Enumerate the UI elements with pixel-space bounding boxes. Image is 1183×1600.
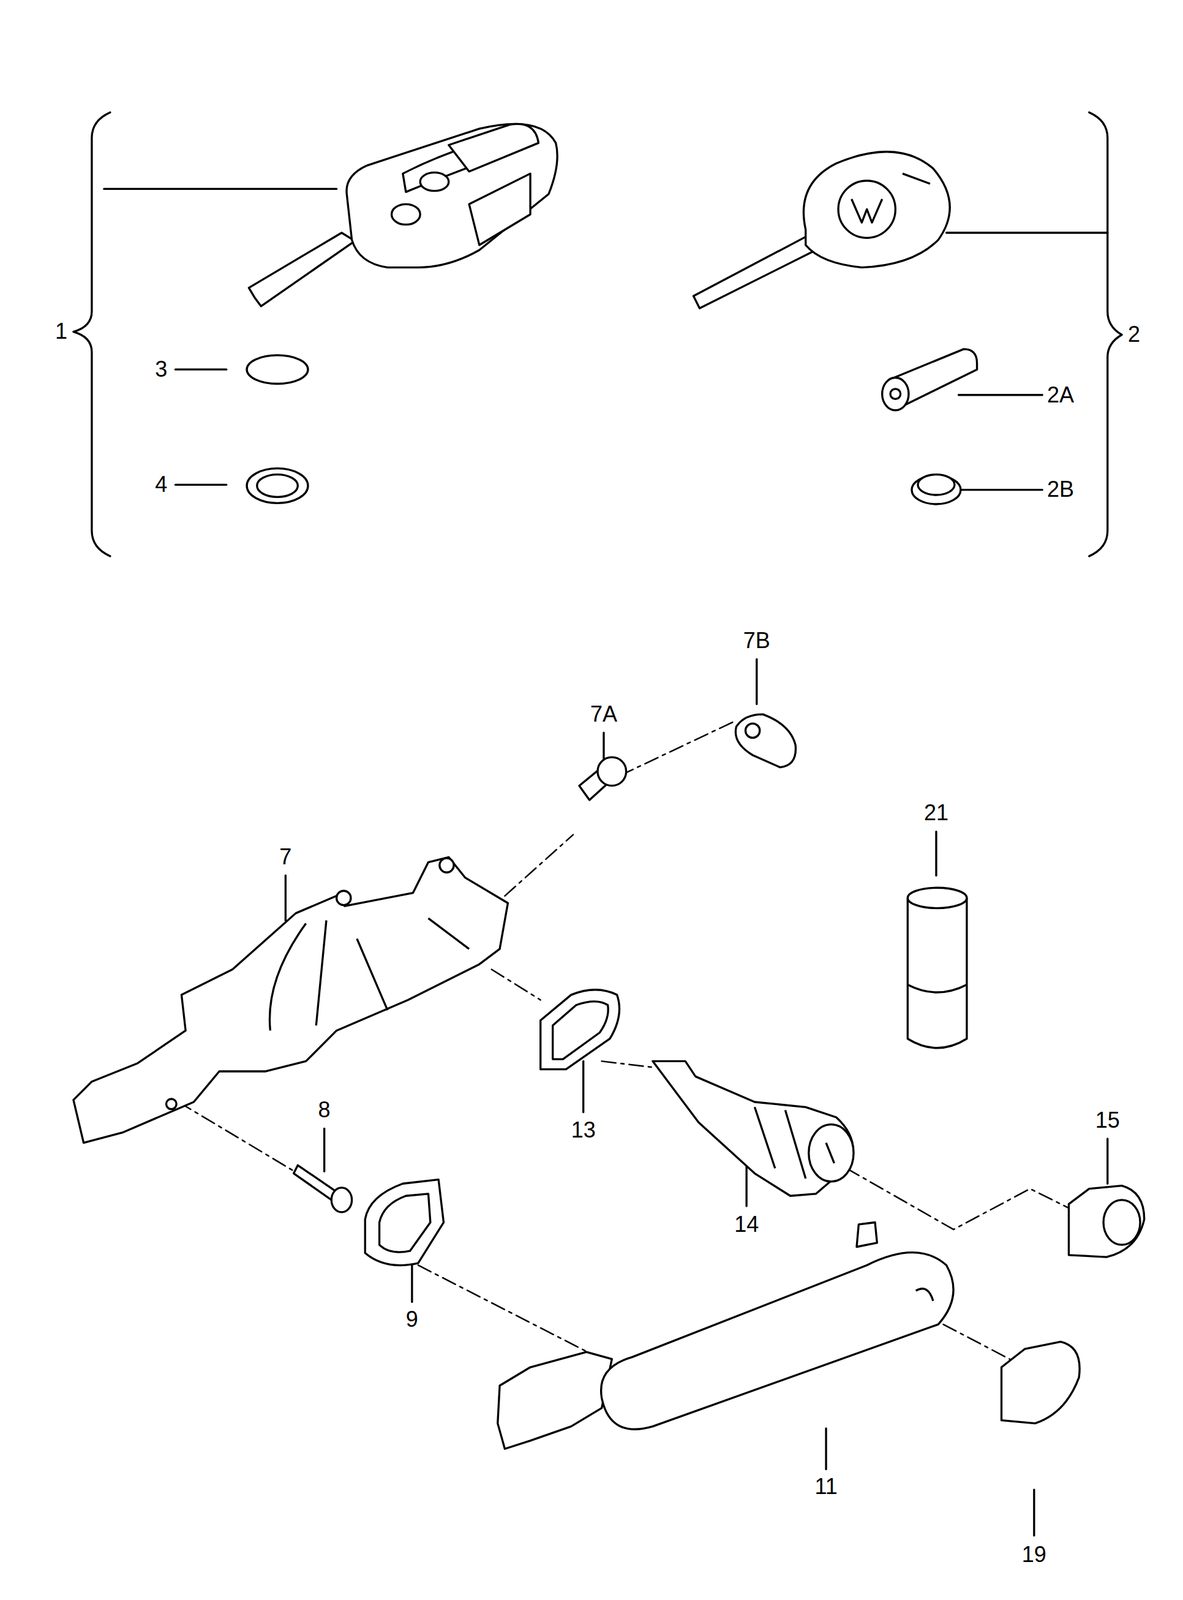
callout-number: 2 (1126, 322, 1142, 346)
callout-number: 7A (589, 702, 619, 726)
callout-number: 7 (277, 845, 293, 869)
callout-number: 2B (1045, 477, 1076, 501)
callout-number: 2A (1045, 383, 1076, 407)
callout-number: 3 (153, 357, 169, 381)
callout-number: 1 (53, 319, 69, 343)
callout-number: 19 (1020, 1542, 1048, 1566)
callout-number: 11 (813, 1474, 839, 1498)
callout-number: 8 (317, 1097, 332, 1122)
callout-number: 14 (732, 1212, 760, 1236)
callout-number: 21 (922, 800, 950, 825)
callout-number: 9 (404, 1307, 420, 1331)
callout-number: 15 (1094, 1108, 1122, 1132)
callout-number: 7B (742, 628, 772, 653)
callout-number: 4 (153, 472, 169, 496)
callout-number: 13 (570, 1118, 598, 1142)
